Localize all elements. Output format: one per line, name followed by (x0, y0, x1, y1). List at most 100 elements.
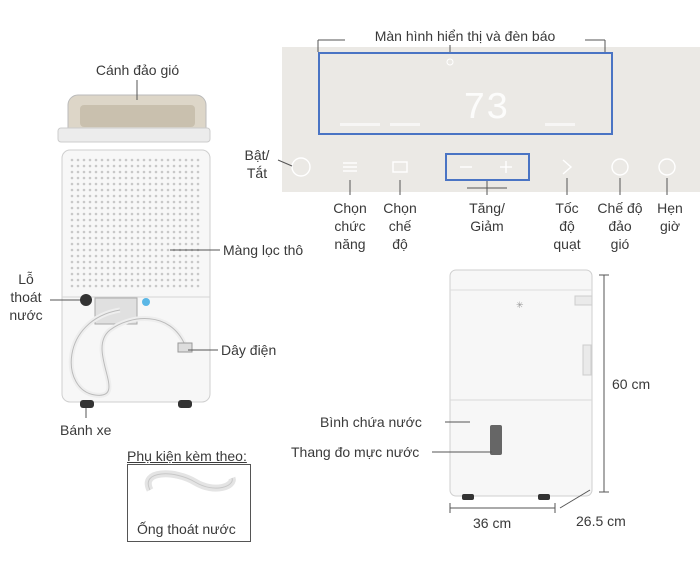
filter-dot (130, 200, 134, 204)
filter-dot (178, 182, 182, 186)
filter-dot (88, 230, 92, 234)
filter-dot (88, 254, 92, 258)
filter-dot (184, 188, 188, 192)
filter-dot (112, 218, 116, 222)
filter-dot (184, 164, 188, 168)
filter-dot (142, 164, 146, 168)
filter-dot (178, 194, 182, 198)
filter-dot (118, 236, 122, 240)
filter-dot (148, 272, 152, 276)
filter-dot (196, 230, 200, 234)
filter-dot (112, 188, 116, 192)
filter-dot (106, 242, 110, 246)
filter-dot (94, 164, 98, 168)
filter-dot (148, 188, 152, 192)
filter-dot (112, 284, 116, 288)
filter-dot (124, 254, 128, 258)
filter-dot (184, 218, 188, 222)
filter-dot (190, 182, 194, 186)
filter-dot (160, 266, 164, 270)
filter-dot (148, 242, 152, 246)
filter-dot (112, 260, 116, 264)
filter-dot (142, 254, 146, 258)
filter-dot (130, 254, 134, 258)
filter-dot (178, 176, 182, 180)
filter-dot (148, 194, 152, 198)
filter-dot (148, 170, 152, 174)
filter-dot (70, 236, 74, 240)
filter-dot (142, 224, 146, 228)
filter-dot (118, 266, 122, 270)
filter-dot (112, 266, 116, 270)
filter-dot (178, 164, 182, 168)
label-hose: Ống thoát nước (137, 521, 236, 537)
filter-dot (124, 188, 128, 192)
filter-dot (94, 194, 98, 198)
filter-dot (166, 170, 170, 174)
filter-dot (136, 272, 140, 276)
filter-dot (88, 206, 92, 210)
filter-dot (82, 272, 86, 276)
filter-dot (190, 170, 194, 174)
filter-dot (94, 176, 98, 180)
filter-dot (70, 284, 74, 288)
filter-dot (166, 278, 170, 282)
filter-dot (100, 212, 104, 216)
filter-dot (70, 260, 74, 264)
filter-dot (88, 284, 92, 288)
filter-dot (178, 200, 182, 204)
filter-dot (190, 164, 194, 168)
filter-dot (142, 218, 146, 222)
filter-dot (130, 212, 134, 216)
filter-dot (172, 182, 176, 186)
drain-hole (80, 294, 92, 306)
filter-dot (106, 164, 110, 168)
filter-dot (130, 278, 134, 282)
filter-dot (112, 206, 116, 210)
filter-dot (106, 194, 110, 198)
front-body (449, 269, 593, 497)
filter-dot (184, 254, 188, 258)
filter-dot (130, 236, 134, 240)
filter-dot (184, 230, 188, 234)
filter-dot (196, 200, 200, 204)
filter-dot (88, 218, 92, 222)
filter-dot (88, 188, 92, 192)
filter-dot (196, 224, 200, 228)
filter-dot (154, 224, 158, 228)
filter-dot (166, 254, 170, 258)
filter-dot (124, 182, 128, 186)
filter-dot (142, 242, 146, 246)
filter-dot (142, 182, 146, 186)
up-down-highlight (445, 153, 530, 181)
filter-dot (142, 194, 146, 198)
filter-dot (76, 260, 80, 264)
filter-dot (88, 266, 92, 270)
filter-dot (142, 236, 146, 240)
filter-dot (130, 266, 134, 270)
filter-dot (130, 242, 134, 246)
filter-dot (112, 194, 116, 198)
filter-dot (124, 236, 128, 240)
filter-dot (118, 188, 122, 192)
filter-dot (136, 164, 140, 168)
filter-dot (94, 200, 98, 204)
filter-dot (160, 158, 164, 162)
filter-dot (154, 182, 158, 186)
filter-dot (130, 176, 134, 180)
filter-dot (82, 248, 86, 252)
filter-dot (88, 170, 92, 174)
filter-dot (148, 200, 152, 204)
filter-dot (154, 272, 158, 276)
filter-dot (100, 272, 104, 276)
filter-dot (76, 248, 80, 252)
filter-dot (166, 176, 170, 180)
filter-dot (70, 254, 74, 258)
filter-dot (130, 260, 134, 264)
filter-dot (118, 248, 122, 252)
filter-dot (94, 260, 98, 264)
filter-dot (112, 272, 116, 276)
filter-dot (136, 200, 140, 204)
filter-dot (82, 224, 86, 228)
filter-dot (82, 158, 86, 162)
